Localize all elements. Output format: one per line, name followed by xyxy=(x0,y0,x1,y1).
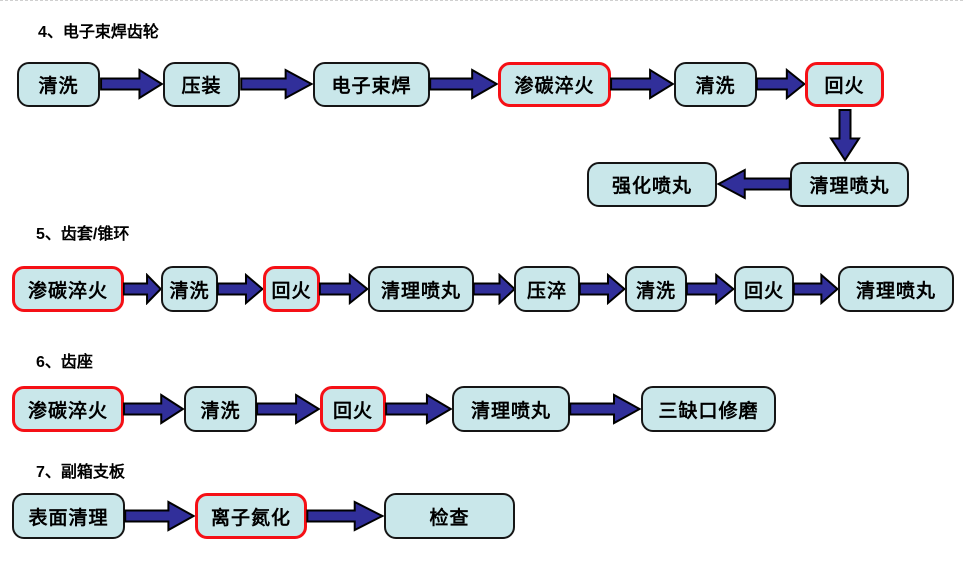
node-s5-cleanup-blast-2: 清理喷丸 xyxy=(838,266,954,312)
section-5-title: 5、齿套/锥环 xyxy=(36,226,130,243)
flow-arrow-right-icon xyxy=(124,500,196,532)
node-s5-clean-2: 清洗 xyxy=(625,266,687,312)
flow-arrow-left-icon xyxy=(716,168,791,200)
node-label: 清理喷丸 xyxy=(809,176,890,197)
flow-arrow-right-icon xyxy=(306,500,385,532)
node-s5-cleanup-blast-1: 清理喷丸 xyxy=(368,266,474,312)
node-label: 清洗 xyxy=(169,280,210,302)
node-s6-cleanup-blast: 清理喷丸 xyxy=(452,386,570,432)
node-label: 渗碳淬火 xyxy=(27,400,108,422)
flow-arrow-right-icon xyxy=(686,273,735,305)
node-label: 清理喷丸 xyxy=(855,280,936,302)
node-s7-ion-nitride: 离子氮化 xyxy=(195,493,307,539)
node-s4-carburize-quench: 渗碳淬火 xyxy=(498,62,611,107)
flow-arrow-right-icon xyxy=(579,273,626,305)
node-label: 检查 xyxy=(429,507,470,529)
node-s4-clean-2: 清洗 xyxy=(674,62,757,107)
node-label: 电子束焊 xyxy=(331,76,412,97)
flow-arrow-right-icon xyxy=(756,68,806,100)
node-label: 回火 xyxy=(824,76,865,97)
node-label: 压装 xyxy=(181,76,222,97)
node-label: 清洗 xyxy=(695,76,736,97)
node-label: 表面清理 xyxy=(28,507,109,529)
flow-arrow-right-icon xyxy=(793,273,839,305)
node-s6-notch-grind: 三缺口修磨 xyxy=(641,386,776,432)
node-label: 离子氮化 xyxy=(210,507,291,529)
flow-arrow-right-icon xyxy=(610,68,675,100)
section-4-title: 4、电子束焊齿轮 xyxy=(38,24,159,41)
node-s4-ebeam-weld: 电子束焊 xyxy=(313,62,430,107)
node-label: 回火 xyxy=(743,280,784,302)
node-s7-inspect: 检查 xyxy=(384,493,515,539)
flow-arrow-right-icon xyxy=(123,393,185,425)
node-label: 强化喷丸 xyxy=(611,176,692,197)
node-s4-press-fit: 压装 xyxy=(163,62,240,107)
flow-arrow-right-icon xyxy=(256,393,321,425)
node-label: 清洗 xyxy=(635,280,676,302)
node-label: 清理喷丸 xyxy=(380,280,461,302)
flow-arrow-right-icon xyxy=(100,68,164,100)
node-label: 清洗 xyxy=(200,400,241,422)
node-label: 清理喷丸 xyxy=(470,400,551,422)
flow-arrow-down-icon xyxy=(829,109,861,162)
node-s4-temper: 回火 xyxy=(805,62,884,107)
node-s5-clean-1: 清洗 xyxy=(161,266,218,312)
node-label: 回火 xyxy=(332,400,373,422)
flow-arrow-right-icon xyxy=(569,393,642,425)
node-s6-temper: 回火 xyxy=(320,386,386,432)
node-s5-carburize-quench: 渗碳淬火 xyxy=(12,266,124,312)
node-s4-cleanup-blast: 清理喷丸 xyxy=(790,162,909,207)
flow-arrow-right-icon xyxy=(319,273,369,305)
flow-arrow-right-icon xyxy=(385,393,453,425)
node-label: 清洗 xyxy=(38,76,79,97)
node-s5-press-quench: 压淬 xyxy=(514,266,580,312)
flow-arrow-right-icon xyxy=(240,68,314,100)
node-label: 渗碳淬火 xyxy=(514,76,595,97)
node-label: 回火 xyxy=(271,280,312,302)
section-7-title: 7、副箱支板 xyxy=(36,464,125,481)
node-label: 压淬 xyxy=(526,280,567,302)
top-dashed-line xyxy=(0,0,963,1)
node-s5-temper-2: 回火 xyxy=(734,266,794,312)
node-label: 渗碳淬火 xyxy=(27,280,108,302)
section-6-title: 6、齿座 xyxy=(36,354,93,371)
flow-arrow-right-icon xyxy=(429,68,499,100)
flow-arrow-right-icon xyxy=(473,273,516,305)
node-s4-shot-peen: 强化喷丸 xyxy=(587,162,717,207)
node-s7-surface-clean: 表面清理 xyxy=(12,493,125,539)
node-s4-clean-1: 清洗 xyxy=(17,62,100,107)
node-s6-clean: 清洗 xyxy=(184,386,257,432)
node-label: 三缺口修磨 xyxy=(658,400,759,422)
node-s5-temper-1: 回火 xyxy=(263,266,320,312)
node-s6-carburize-quench: 渗碳淬火 xyxy=(12,386,124,432)
flow-arrow-right-icon xyxy=(217,273,264,305)
flow-arrow-right-icon xyxy=(123,273,162,305)
